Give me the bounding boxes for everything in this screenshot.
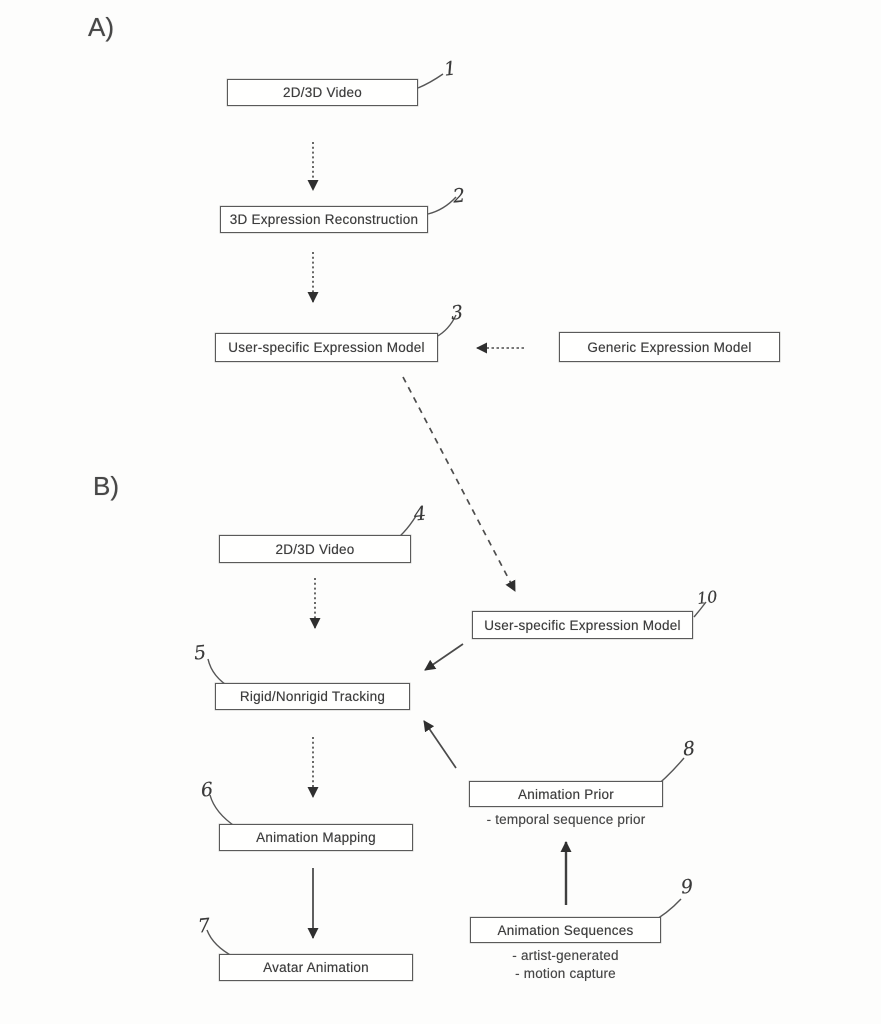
- node-2d3d-video-a: 2D/3D Video: [227, 79, 418, 106]
- node-avatar-animation: Avatar Animation: [219, 954, 413, 981]
- arrow-3-to-10-dashed: [402, 376, 516, 592]
- arrow-8-to-5: [423, 720, 457, 769]
- arrow-10-to-5: [424, 643, 464, 671]
- node-animation-sequences: Animation Sequences: [470, 917, 661, 943]
- node-user-specific-model-b: User-specific Expression Model: [472, 611, 693, 639]
- note-motion-capture: - motion capture: [515, 966, 616, 981]
- ref-numeral-4: 4: [412, 502, 428, 526]
- ref-numeral-7: 7: [196, 914, 212, 938]
- ref-numeral-10: 10: [696, 586, 719, 609]
- ref-numeral-8: 8: [681, 737, 697, 761]
- ref-numeral-1: 1: [442, 57, 458, 81]
- node-animation-mapping: Animation Mapping: [219, 824, 413, 851]
- section-a-label: A): [88, 12, 114, 42]
- note-temporal-sequence-prior: - temporal sequence prior: [486, 812, 646, 827]
- node-rigid-nonrigid-tracking: Rigid/Nonrigid Tracking: [215, 683, 410, 710]
- node-2d3d-video-b: 2D/3D Video: [219, 535, 411, 563]
- ref-numeral-5: 5: [192, 641, 208, 665]
- ref-numeral-9: 9: [679, 875, 695, 899]
- node-user-specific-model-a: User-specific Expression Model: [215, 333, 438, 362]
- node-3d-expression-reconstruction: 3D Expression Reconstruction: [220, 206, 428, 233]
- section-b-label: B): [93, 471, 119, 501]
- ref-numeral-3: 3: [449, 301, 465, 325]
- leader-ref-2: [427, 196, 457, 215]
- leader-ref-1: [417, 73, 444, 89]
- note-artist-generated: - artist-generated: [512, 948, 619, 963]
- node-generic-expression-model: Generic Expression Model: [559, 332, 780, 362]
- node-animation-prior: Animation Prior: [469, 781, 663, 807]
- ref-numeral-2: 2: [451, 184, 467, 208]
- ref-numeral-6: 6: [199, 778, 215, 802]
